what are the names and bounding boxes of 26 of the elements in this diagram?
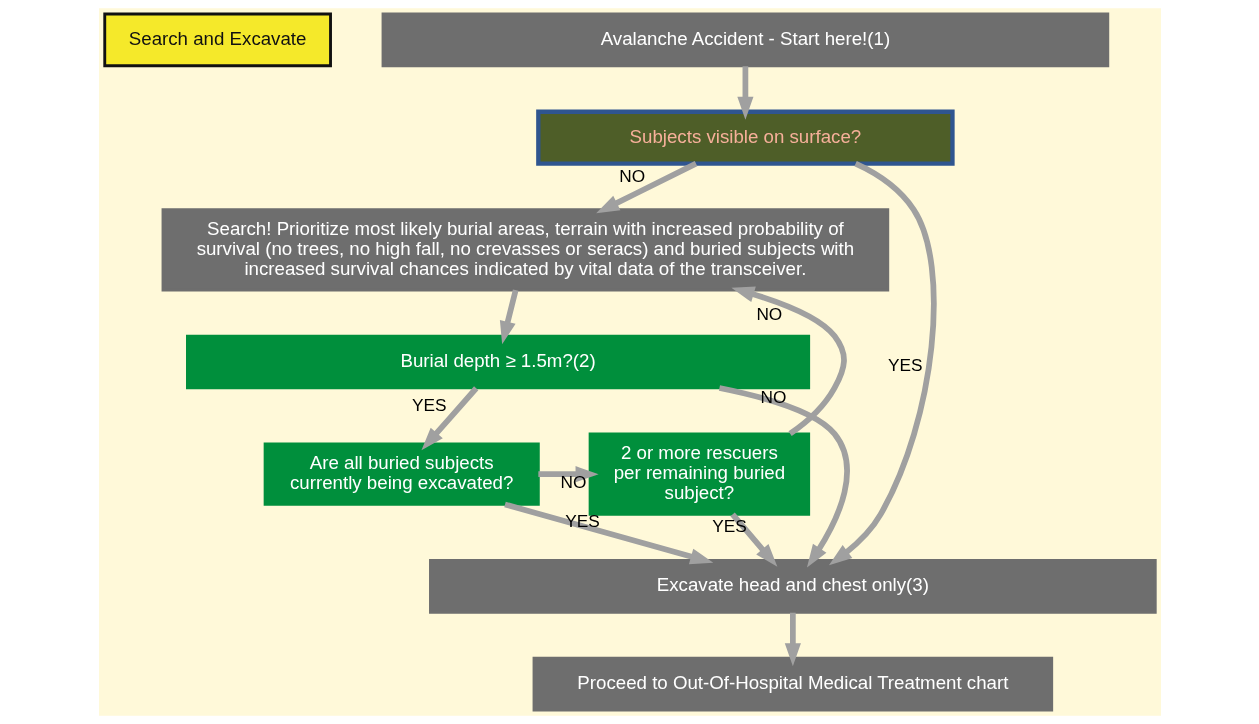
arrow [828,161,936,566]
node-box: Search! Prioritize most likely burial areas, terrain with increased probability of survival (no trees, no high fall, no crevasses or seracs) and buried subjects with increased survival chances indicated by vital data of the transceiver. [161,208,889,292]
edge-label: NO [755,303,782,324]
node-box: Search and Excavate [102,12,332,68]
node-box: Avalanche Accident - Start here!(1) [381,12,1109,68]
edge-label: NO [618,165,645,186]
arrow [784,612,801,667]
node-box: Burial depth ≥ 1.5m?(2) [185,334,810,390]
edge-label: NO [560,471,586,492]
edge-label: YES [887,354,923,375]
arrow [730,286,847,437]
node-box: Subjects visible on surface? [535,109,955,166]
arrow [537,466,599,483]
arrow [420,386,478,451]
arrow [499,289,518,345]
node-box: 2 or more rescuers per remaining buried subject? [588,432,810,516]
node-box: Proceed to Out-Of-Hospital Medical Treatment chart [532,656,1053,712]
arrow [503,501,713,565]
arrow [595,161,697,214]
node-box: Are all buried subjects currently being excavated? [263,442,540,506]
arrow [729,512,777,567]
arrow [718,385,850,568]
arrow [736,66,753,120]
edge-label: YES [711,515,747,536]
node-box: Excavate head and chest only(3) [428,559,1157,614]
edge-label: YES [411,395,446,416]
